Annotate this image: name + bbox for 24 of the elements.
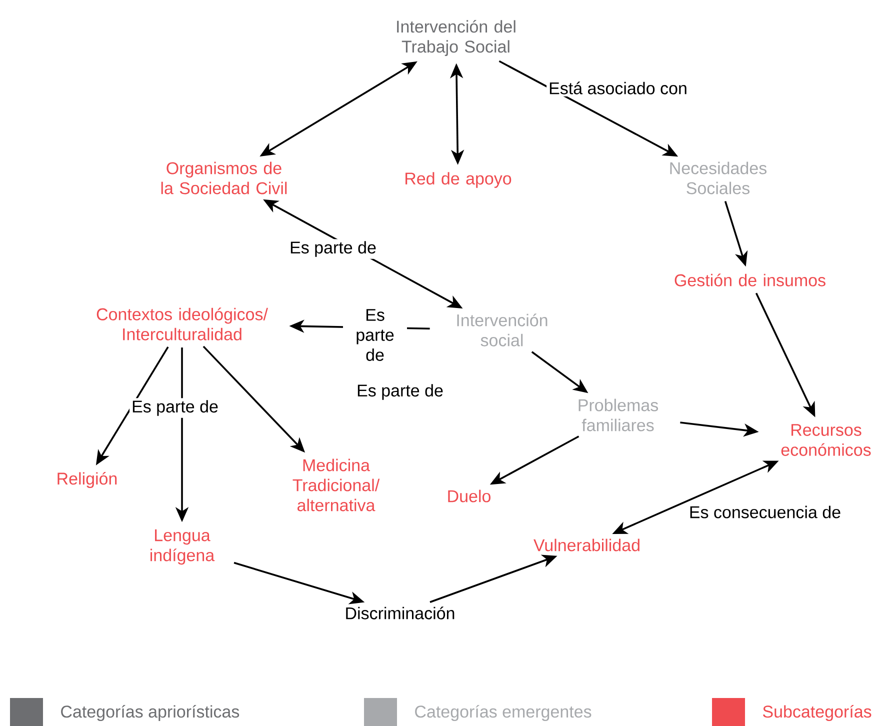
- concept-label: Medicina Tradicional/ alternativa: [292, 458, 380, 512]
- concept-label: Vulnerabilidad: [534, 538, 640, 552]
- edge-label: Es parte de: [288, 239, 378, 259]
- concept-label: Necesidades Sociales: [670, 162, 767, 194]
- edge-label: Es parte de: [130, 398, 220, 418]
- concept-label: Discriminación: [346, 606, 454, 620]
- legend-label: Subcategorías: [762, 705, 872, 722]
- note-label: Es parte de: [358, 384, 443, 400]
- edge-label: Es consecuencia de: [686, 504, 844, 520]
- legend-label: Categorías apriorísticas: [61, 705, 240, 722]
- concept-label: Gestión de insumos: [674, 274, 826, 286]
- concept-label: Lengua indígena: [150, 529, 215, 565]
- concept-label: Religión: [58, 472, 117, 488]
- concept-label: Intervención del Trabajo Social: [397, 20, 516, 56]
- concept-label: Contextos ideológicos/ Interculturalidad: [96, 308, 268, 340]
- concept-label: Intervención social: [457, 314, 548, 346]
- edge-label: Es parte de: [343, 307, 407, 363]
- concept-label: Problemas familiares: [578, 398, 658, 432]
- legend-label: Categorías emergentes: [415, 705, 592, 722]
- concept-label: Red de apoyo: [406, 172, 512, 188]
- concept-label: Organismos de la Sociedad Civil: [161, 162, 287, 194]
- concept-label: Recursos económicos: [781, 424, 871, 456]
- concept-label: Duelo: [448, 490, 490, 502]
- edge-label: Está asociado con: [546, 80, 690, 96]
